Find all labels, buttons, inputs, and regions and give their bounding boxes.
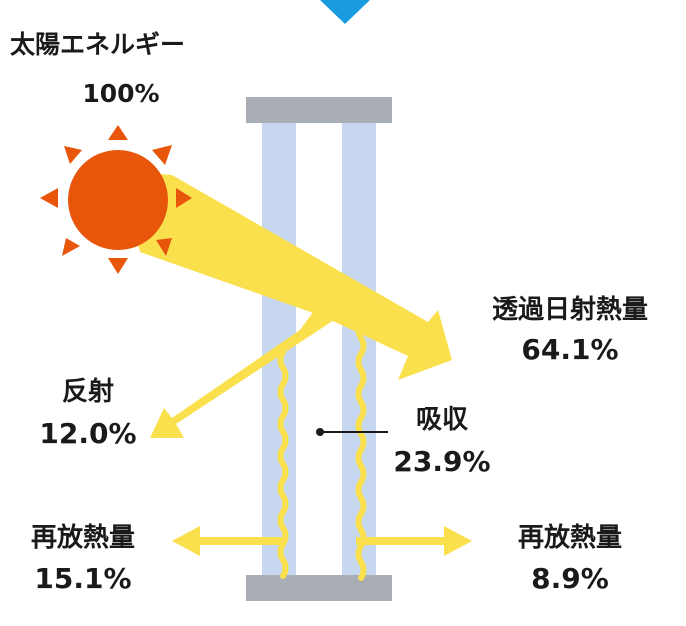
reflected-value: 12.0% [39,417,136,450]
sun-rays [40,125,192,274]
absorbed-heat-wave-inner [355,319,367,581]
reradiation-outside-arrow-head [444,526,472,556]
sun-ray-bottom-left [62,238,80,256]
reradiation-inside-arrow-head [172,526,200,556]
window-frame-top [246,97,392,123]
sun-ray-top [108,125,128,140]
down-triangle-icon [320,0,370,24]
transmitted-value: 64.1% [521,333,618,366]
reflected-title: 反射 [62,377,114,407]
reradiation-outside-value: 8.9% [531,562,609,595]
window-frame-bottom [246,575,392,601]
sun-ray-top-right [152,145,172,165]
reradiation-inside-title: 再放熱量 [31,522,135,553]
sun-ray-bottom [108,258,128,274]
reradiation-inside-value: 15.1% [34,562,131,595]
transmitted-title: 透過日射熱量 [492,295,648,325]
reradiation-outside-title: 再放熱量 [518,522,622,553]
glass-pane-inner [342,120,376,578]
sun-energy-value: 100% [82,79,159,108]
sun-energy-title: 太陽エネルギー [10,30,185,59]
sun-ray-left [40,188,58,208]
absorbed-leader-dot [316,428,324,436]
sunlight-transmitted-arrow [118,170,452,380]
absorbed-value: 23.9% [393,445,490,478]
sun-ray-bottom-right [156,238,172,256]
sun-icon [68,150,168,250]
absorbed-title: 吸収 [416,405,469,435]
sun-ray-right [176,188,192,208]
reflected-arrow [150,300,334,438]
sun-ray-top-left [64,146,82,164]
